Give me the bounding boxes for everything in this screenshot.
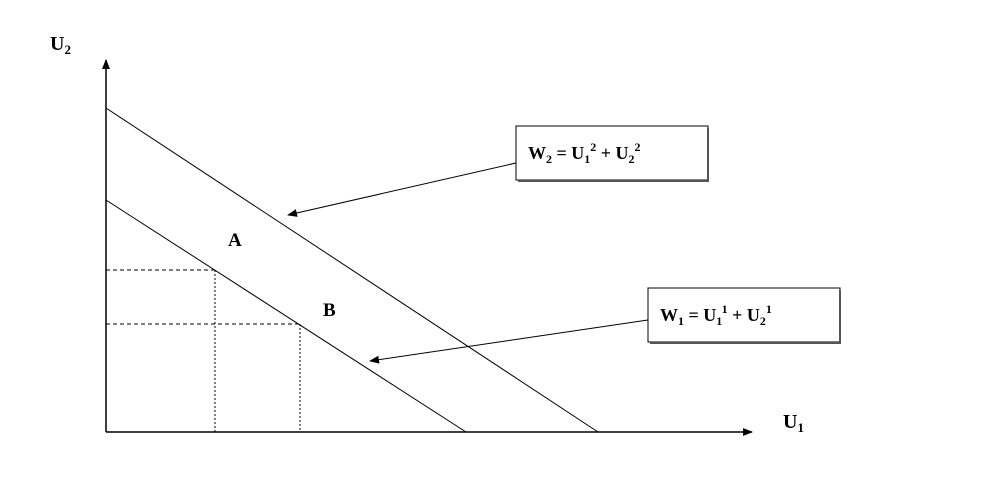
equation-box-w1: W1 = U11 + U21 xyxy=(647,287,841,344)
point-label-b: B xyxy=(323,300,336,321)
equation-box-w2: W2 = U12 + U22 xyxy=(515,125,709,182)
pointer-arrow-w2 xyxy=(287,162,517,217)
x-axis-label: U1 xyxy=(783,411,804,435)
equation-w2: W2 = U12 + U22 xyxy=(528,140,641,166)
y-axis-label: U2 xyxy=(50,33,71,57)
pointer-arrow-w1 xyxy=(369,319,649,364)
welfare-line-w2 xyxy=(105,107,599,433)
equation-w1: W1 = U11 + U21 xyxy=(660,302,772,328)
welfare-line-w1 xyxy=(105,199,467,433)
point-label-a: A xyxy=(228,230,242,251)
